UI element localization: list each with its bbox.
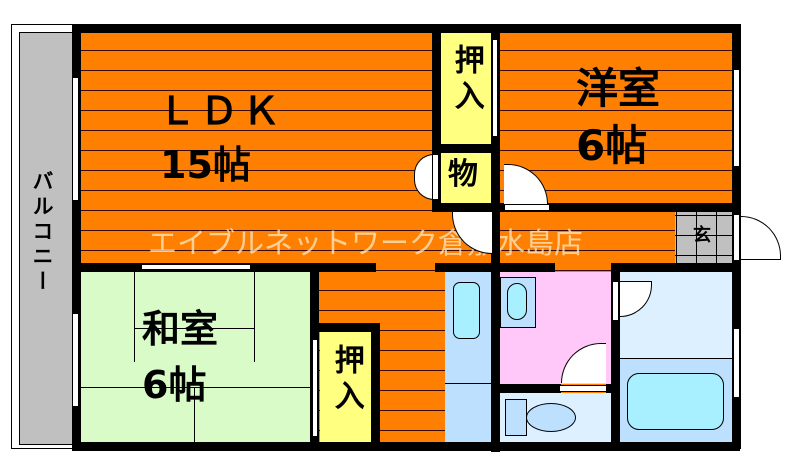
entrance-door-frame [733, 214, 740, 261]
closet-bottom [320, 332, 371, 442]
kitchen-sink[interactable] [453, 282, 480, 339]
toilet-wall-top-right [606, 384, 615, 393]
bathtub[interactable] [627, 373, 724, 430]
tatami-line [194, 387, 195, 442]
storage-label: 物 [448, 157, 478, 192]
japanese-room-size: 6帖 [142, 363, 207, 407]
western-window-right[interactable] [733, 70, 740, 166]
toilet-wall-top [491, 384, 561, 393]
storage-door-frame [432, 154, 439, 200]
balcony-label: バルコニー [30, 170, 55, 295]
closet-bottom-wall-left [310, 272, 319, 302]
washitsu-window-left[interactable] [72, 314, 79, 406]
washitsu-window-top[interactable] [142, 264, 250, 270]
closet-top [441, 33, 491, 144]
balcony-inner-gray [19, 32, 72, 445]
closet-bottom-door[interactable] [312, 340, 318, 436]
closet-bottom-wall-right [371, 323, 380, 449]
kitchen-divider [445, 383, 491, 384]
bath-wall-left [611, 263, 620, 451]
closet-top-wall-left [432, 24, 441, 212]
storage [441, 153, 491, 203]
ldk-size: 15帖 [160, 143, 251, 187]
western-room-door-sill [504, 204, 550, 211]
entrance-tiles [675, 212, 732, 263]
closet-top-door[interactable] [492, 40, 498, 136]
closet-bottom-label: 押入 [328, 344, 364, 416]
closet-bottom-wall [432, 203, 740, 212]
wall-mid-right-b [611, 263, 740, 272]
wall-bottom [72, 442, 740, 451]
entrance-label: 玄 [693, 225, 711, 246]
toilet-door-sill [559, 385, 607, 392]
japanese-room-name: 和室 [142, 307, 219, 351]
tatami-line [134, 272, 135, 362]
ldk-window-left[interactable] [72, 78, 79, 200]
closet-divider [432, 144, 500, 153]
wall-left [72, 24, 81, 449]
watermark: エイブルネットワーク倉敷水島店 [148, 226, 584, 260]
closet-bottom-wall-top [310, 323, 380, 332]
wall-top [72, 24, 740, 33]
bath-door-frame [612, 281, 619, 321]
closet-top-label: 押入 [448, 44, 484, 116]
western-room-name: 洋室 [576, 64, 661, 113]
toilet-bowl[interactable] [526, 403, 576, 432]
tatami-line [81, 387, 310, 388]
toilet-tank [505, 399, 527, 436]
western-room-size: 6帖 [576, 121, 648, 170]
tatami-line [254, 272, 255, 362]
bath-window-right[interactable] [733, 329, 740, 397]
hall-wall-vert [491, 212, 500, 452]
wash-basin[interactable] [507, 283, 527, 320]
ldk-name: ＬＤＫ [158, 89, 285, 133]
japanese-room-floor [81, 272, 310, 442]
tatami-line [134, 328, 254, 329]
